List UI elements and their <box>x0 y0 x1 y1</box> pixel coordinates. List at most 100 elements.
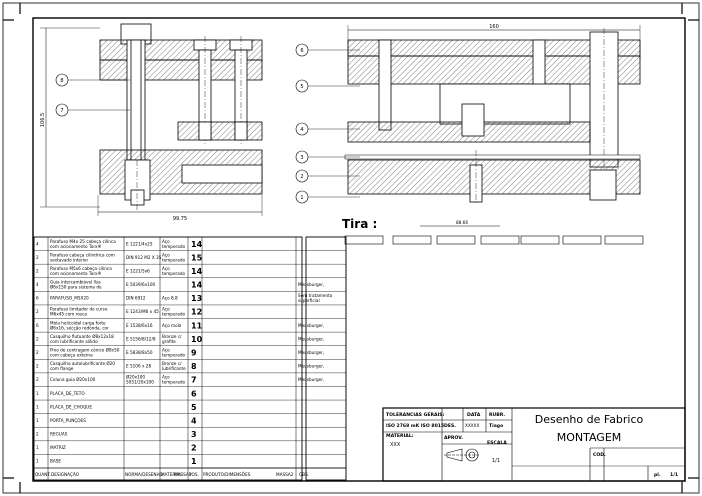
balloon-2: 2 <box>295 169 360 183</box>
row-position: 1 <box>191 457 197 466</box>
balloon-6: 6 <box>295 43 360 57</box>
designer-name: Tiago <box>489 423 503 429</box>
row-norm: E 1221/4x25 <box>126 241 153 246</box>
row-norm: Ø20x100 <box>126 375 145 380</box>
left-width-dimension: 99.75 <box>173 216 187 222</box>
row-position: 5 <box>191 403 197 412</box>
rubrica-label: RUBR. <box>489 412 505 418</box>
row-obs: Meusburger, <box>298 323 324 328</box>
tolerances-label: TOLERANCIAS GERAIS: <box>386 412 445 418</box>
title-block <box>382 407 686 482</box>
row-position: 8 <box>191 362 197 371</box>
row-material: Bronze c/ <box>162 334 182 339</box>
row-material: Aço <box>162 252 170 257</box>
row-material: temperado <box>162 353 185 358</box>
row-description: PLACA_DE_TETO <box>50 391 85 396</box>
row-obs: superficial <box>298 298 320 303</box>
row-qty: 2 <box>36 255 39 260</box>
row-material: temperado <box>162 380 185 385</box>
row-qty: 2 <box>36 309 39 314</box>
row-material: temperado <box>162 271 185 276</box>
row-norm: E 1221/5x6 <box>126 268 150 273</box>
sheet-label: pl. <box>654 472 661 478</box>
row-qty: 1 <box>36 391 39 396</box>
row-description: com acionamento Torx® <box>50 271 102 276</box>
row-obs: Meusburger, <box>298 282 324 287</box>
row-norm: E 5838/8x50 <box>126 350 153 355</box>
row-description: Pino de centragem cónico Ø8x50 <box>50 348 120 353</box>
header-obs: OBS. <box>299 472 309 477</box>
row-position: 11 <box>191 321 203 330</box>
row-position: 10 <box>191 335 203 344</box>
svg-text:2: 2 <box>300 174 303 180</box>
row-material: Aço <box>162 239 170 244</box>
strip-length-dimension: 88.66 <box>456 220 468 225</box>
row-obs: Meusburger, <box>298 336 324 341</box>
row-description: Ø6x150 para sistema de <box>50 285 102 290</box>
row-position: 14 <box>191 281 203 290</box>
row-position: 13 <box>191 294 202 303</box>
row-description: REGUAS <box>50 432 68 437</box>
row-description: MATRIZ <box>50 445 66 450</box>
approval-label: APROV. <box>444 435 463 441</box>
row-norm: E 5039/6x100 <box>126 282 156 287</box>
row-norm: 5051/20x100 <box>126 380 154 385</box>
svg-text:5: 5 <box>300 84 303 90</box>
row-description: com acionamento Torx® <box>50 244 102 249</box>
row-qty: 4 <box>36 241 39 246</box>
row-material: Aço 8.8 <box>162 296 178 301</box>
header-prod: PRODUTO/DIMENSÕES <box>203 472 251 477</box>
row-qty: 6 <box>36 296 39 301</box>
row-qty: 4 <box>36 282 39 287</box>
row-obs: Sem tratamento <box>298 293 333 298</box>
code-label: COD. <box>593 452 606 458</box>
row-qty: 2 <box>36 268 39 273</box>
row-material: Aço <box>162 348 170 353</box>
drawing-subtitle: MONTAGEM <box>557 431 622 444</box>
side-view-assembly <box>40 23 263 216</box>
svg-text:3: 3 <box>300 155 303 161</box>
strip-label: Tira : <box>342 217 377 231</box>
scale-value: 1/1 <box>492 458 500 464</box>
svg-text:4: 4 <box>300 127 303 133</box>
row-material: temperado <box>162 244 185 249</box>
strip-layout <box>344 235 644 245</box>
row-material: lubrificante <box>162 366 186 371</box>
sheet-value: 1/1 <box>670 472 678 478</box>
left-height-dimension: 106.5 <box>40 113 46 127</box>
row-qty: 1 <box>36 445 39 450</box>
scale-label: ESCALA <box>487 440 507 446</box>
row-description: Mola helicoidal carga forte <box>50 320 106 325</box>
row-obs: Meusburger, <box>298 350 324 355</box>
front-view-assembly <box>344 25 641 227</box>
row-position: 9 <box>191 349 197 358</box>
row-description: com lubrificante sólido <box>50 339 98 344</box>
row-position: 7 <box>191 376 197 385</box>
row-material: grafite <box>162 339 176 344</box>
row-norm: E 5156/8/12/8 <box>126 336 156 341</box>
row-norm: E 5106 x 28 <box>126 364 151 369</box>
right-width-dimension: 160 <box>489 24 499 30</box>
row-material: Aço <box>162 266 170 271</box>
row-norm: E 1243/M6 x 45 <box>126 309 159 314</box>
corner-marks <box>3 3 699 493</box>
row-description: sextavado interior <box>50 257 88 262</box>
row-description: PLACA_DE_CHOQUE <box>50 404 92 409</box>
header-massa2: MASSA2 <box>276 472 294 477</box>
balloon-1: 1 <box>295 190 360 204</box>
svg-text:6: 6 <box>300 48 303 54</box>
svg-text:8: 8 <box>60 78 63 84</box>
row-norm: DIN 912 M2 X 35 <box>126 255 162 260</box>
row-material: temperado <box>162 312 185 317</box>
row-description: Parafuso cabeça cilíndrica com <box>50 252 115 257</box>
row-qty: 2 <box>36 377 39 382</box>
row-qty: 6 <box>36 323 39 328</box>
header-mat: MATERIAL <box>161 472 182 477</box>
row-qty: 1 <box>36 418 39 423</box>
row-qty: 1 <box>36 459 39 464</box>
row-position: 4 <box>191 416 197 425</box>
row-description: PORTA_PUNÇOES <box>50 418 86 423</box>
row-description: M6x45 com rosca <box>50 312 87 317</box>
row-position: 14 <box>191 240 203 249</box>
